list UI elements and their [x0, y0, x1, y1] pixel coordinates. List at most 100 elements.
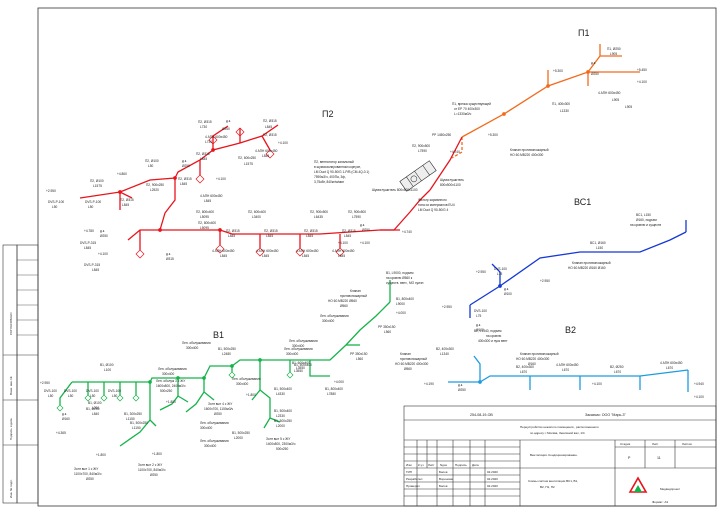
- p2-label: L845: [302, 254, 309, 258]
- p2-label: +4.100: [338, 241, 348, 245]
- p2-label: П2, Ø315: [198, 120, 212, 124]
- v2-label: L670: [520, 370, 527, 374]
- v1-label: В1, 800х400: [396, 297, 414, 301]
- vs1-label: Ø160, подъем: [636, 218, 657, 222]
- p2-label: L730: [205, 140, 212, 144]
- v2-label: 400х300 и пуск вент: [478, 339, 508, 343]
- p2-label: L845: [262, 154, 269, 158]
- p2-label: L730: [200, 125, 207, 129]
- p2-label: L845: [228, 234, 235, 238]
- p2-label: L2520: [150, 188, 159, 192]
- v1-label: Ø250: [86, 477, 94, 481]
- p2-label: П2, 900х500: [412, 144, 430, 148]
- col-sheet: Лист: [652, 442, 659, 446]
- title-block-text: 254-08-19-ОВ Заказчик: ООО "Марь-3" Пере…: [406, 413, 692, 504]
- v1-label: 1100х700, 840м3/ч: [74, 472, 102, 476]
- p2-label: П2, Ø315: [178, 177, 192, 181]
- col-stage: Стадия: [620, 442, 631, 446]
- vs1-label: L150: [596, 246, 603, 250]
- v2-label: В2, 400х300: [516, 365, 534, 369]
- v2-label: 4 АПН 600х450: [556, 363, 579, 367]
- side-stamp: СОГЛАСОВАНО Взам. инв. № Подпись и дата …: [2, 244, 39, 504]
- p2-label: Ø250: [222, 127, 230, 131]
- p1-label: П1, 400х300: [552, 102, 570, 106]
- p2-label: П2, 900х500: [348, 210, 366, 214]
- v2-label: L670: [666, 366, 673, 370]
- v1-label: L2330: [276, 414, 285, 418]
- p2-label: L7590: [352, 215, 361, 219]
- v1-label: +1.800: [96, 453, 106, 457]
- v1-label: 300х400: [236, 382, 248, 386]
- v2-label: В2, Ø250: [610, 365, 624, 369]
- vs1-label: +2.950: [540, 279, 550, 283]
- p1-label: 4 АПН 600х450: [598, 91, 621, 95]
- v1-label: L3550: [296, 366, 305, 370]
- vs1-label: +2.950: [442, 305, 452, 309]
- p1-label: Клапан противопожарный: [510, 148, 549, 152]
- v2-label: +4.190: [424, 382, 434, 386]
- v1-label: DVS-100: [108, 389, 121, 393]
- v2-label: L670: [562, 368, 569, 372]
- v1-label: Ø160: [62, 417, 70, 421]
- v1-label: противопожарный: [400, 357, 427, 361]
- p2-label: П2, 800х400: [198, 221, 216, 225]
- vs1-label: Ø100: [476, 328, 484, 332]
- system-v2-lines: [448, 355, 689, 392]
- p2-label: L50: [148, 164, 154, 168]
- v1-label: В1, 600х400: [292, 361, 310, 365]
- v1-label: 1600х800, 2400м3/ч: [156, 384, 186, 388]
- head-col: Подпись: [455, 463, 467, 467]
- v1-label: НО 60.МВ220 400х300: [395, 362, 429, 366]
- p1-label: д.к.: [591, 61, 596, 65]
- doc-code: 254-08-19-ОВ: [470, 413, 493, 417]
- p2-label: L50: [88, 205, 94, 209]
- p1-label: L905: [612, 98, 619, 102]
- system-vs1-labels: ВС1, L150 Ø160, подъем на кровлю и сущес…: [442, 213, 661, 332]
- v1-label: 300х400: [200, 426, 212, 430]
- v1-label: противопожарный: [340, 294, 367, 298]
- v1-label: L4330: [276, 392, 285, 396]
- v1-grilles: [56, 371, 294, 412]
- p2-label: L845: [266, 234, 273, 238]
- v1-label: Лен. обслуживания: [284, 347, 313, 351]
- row-role: ГИП: [406, 470, 412, 474]
- v2-label: L1340: [440, 352, 449, 356]
- side-agreed: СОГЛАСОВАНО: [9, 312, 13, 335]
- drawing-title-2: В2, П1, П2: [540, 485, 555, 489]
- p2-diffusers: [135, 127, 345, 259]
- p2-label: П2, Ø100: [90, 179, 104, 183]
- v1-label: НО 60.МВ220 Ø560: [328, 299, 357, 303]
- p2-label: +4.100: [98, 252, 108, 256]
- p2-label: РР 1450х250: [432, 133, 451, 137]
- p1-label: +4.100: [637, 80, 647, 84]
- p2-label: П2, 800х400: [196, 210, 214, 214]
- p2-label: П2, Ø100: [145, 159, 159, 163]
- system-p2-labels: П2, Ø315 L730 д.к. Ø250 П2, Ø315 L845 4 …: [46, 119, 464, 272]
- system-title-v1: В1: [213, 330, 224, 340]
- p2-label: П2, Ø315: [304, 229, 318, 233]
- v1-label: на кровлю Ø560 к: [386, 276, 413, 280]
- p2-label: L5095: [200, 226, 209, 230]
- v2-label: 4 АПН 600х450: [660, 361, 683, 365]
- vs1-label: +2.950: [476, 270, 486, 274]
- p2-label: L3400: [252, 215, 261, 219]
- v1-label: существ. вент., МО хуичн: [386, 281, 424, 285]
- v1-label: L50: [48, 394, 54, 398]
- p2-label: П2, 900х250: [146, 183, 164, 187]
- v1-label: 300х400: [186, 346, 198, 350]
- v1-label: 300х400: [204, 444, 216, 448]
- v1-label: Лен. обслуживания: [158, 367, 187, 371]
- p2-label: L845: [306, 234, 313, 238]
- v1-label: Ø250: [150, 473, 158, 477]
- v1-label: DVS-100: [86, 389, 99, 393]
- v1-label: 1400х800, 2300м3/ч: [266, 442, 296, 446]
- drawing-frame: [37, 7, 717, 507]
- object-line-2: по адресу: г.Москва, Земляной вал, 1/4: [530, 431, 585, 435]
- v2-label: НО 60.МВ220 400х300: [516, 357, 550, 361]
- v1-label: В1, 500х250: [232, 431, 250, 435]
- p1-label: +5.450: [637, 68, 647, 72]
- side-inv-no: Инв. № подл.: [9, 479, 13, 498]
- p2-label: 4 АПН 600х450: [205, 135, 228, 139]
- p2-label: 4 АПН 600х450: [296, 249, 319, 253]
- row-role: Разработал: [406, 477, 423, 481]
